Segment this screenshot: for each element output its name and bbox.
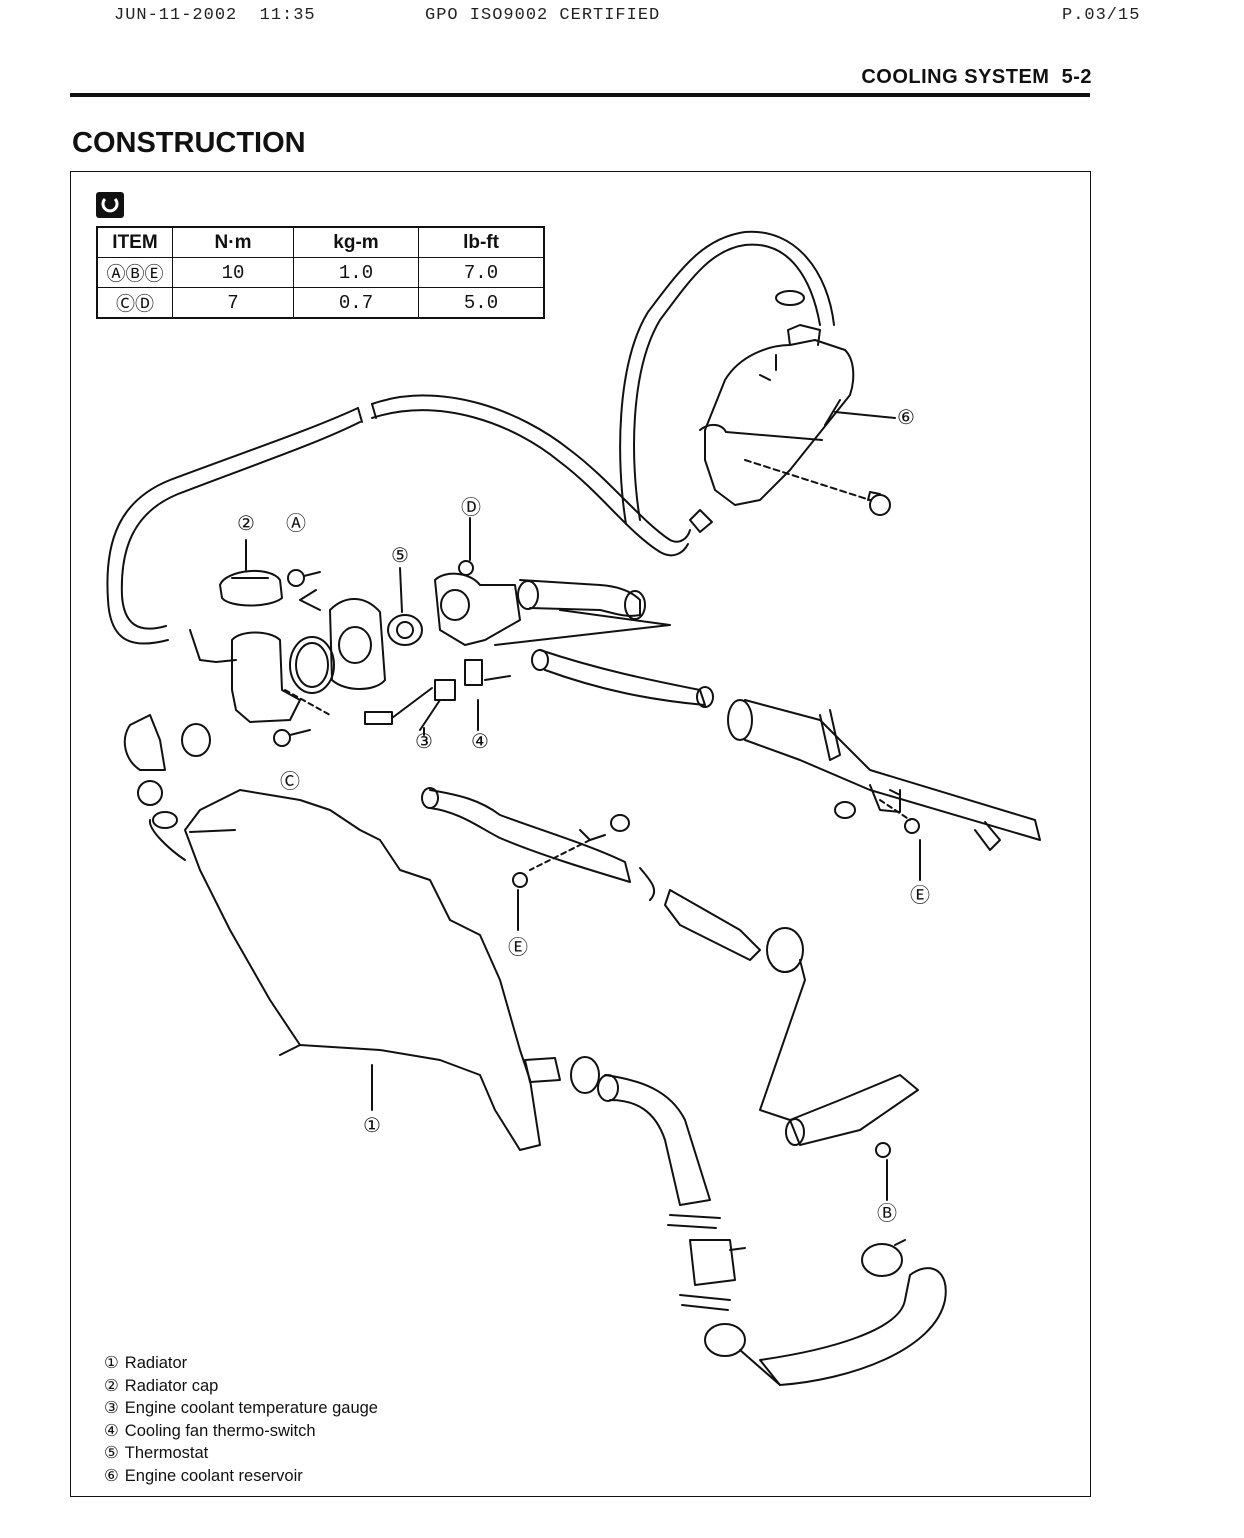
callout-part-3: ③ <box>415 729 433 753</box>
bottom-hose <box>705 1075 946 1385</box>
callout-bolt-e-middle: Ⓔ <box>508 935 528 959</box>
cooling-system-exploded-diagram: ② Ⓐ ⑤ Ⓓ ⑥ ③ ④ Ⓒ Ⓔ Ⓔ ① Ⓑ <box>70 171 1091 1497</box>
coolant-reservoir <box>700 291 895 515</box>
upper-hose <box>495 580 670 645</box>
thermostat <box>388 568 422 645</box>
fax-certification: GPO ISO9002 CERTIFIED <box>425 6 660 25</box>
reservoir-hose <box>620 232 834 532</box>
bypass-hose-upper <box>107 395 690 643</box>
temperature-sensors <box>365 660 510 735</box>
callout-bolt-a: Ⓐ <box>286 511 306 535</box>
fax-page-number: P.03/15 <box>1062 6 1140 25</box>
callout-bolt-d: Ⓓ <box>461 495 481 519</box>
thermostat-housing <box>288 570 385 693</box>
callout-part-5: ⑤ <box>391 543 409 567</box>
header-rule <box>70 93 1090 97</box>
water-pipe <box>532 650 1040 880</box>
water-outlet <box>435 518 520 645</box>
callout-bolt-c: Ⓒ <box>280 769 300 793</box>
section-header: COOLING SYSTEM 5-2 <box>861 66 1092 89</box>
callout-bolt-e-right: Ⓔ <box>910 883 930 907</box>
lower-hose <box>525 1057 745 1310</box>
callout-part-4: ④ <box>471 729 489 753</box>
filler-neck <box>190 630 330 746</box>
radiator-cap <box>220 540 282 606</box>
callout-part-6: ⑥ <box>897 405 915 429</box>
callout-part-2: ② <box>237 511 255 535</box>
page-title: CONSTRUCTION <box>72 127 306 160</box>
radiator <box>125 715 540 1150</box>
callout-bolt-b: Ⓑ <box>877 1201 897 1225</box>
middle-hose <box>422 788 805 1120</box>
fax-datetime: JUN-11-2002 11:35 <box>114 6 316 25</box>
callout-part-1: ① <box>363 1113 381 1137</box>
